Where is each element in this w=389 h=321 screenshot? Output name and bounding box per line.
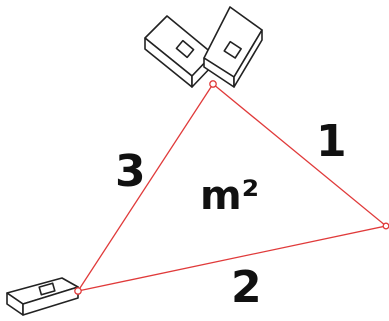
laser-meter-top-left-icon — [144, 15, 214, 88]
laser-point-right — [382, 222, 389, 230]
edge-label-left: 3 — [115, 146, 146, 197]
edge-label-bottom: 2 — [231, 262, 262, 313]
area-label: m² — [200, 173, 260, 219]
laser-point-top — [209, 80, 217, 88]
laser-line-left — [77, 83, 214, 292]
laser-meter-top-right-icon — [203, 6, 263, 88]
laser-line-bottom — [77, 225, 387, 292]
edge-label-right: 1 — [316, 116, 347, 167]
laser-line-right — [212, 83, 387, 227]
laser-point-left — [74, 287, 82, 295]
laser-meter-bottom-icon — [6, 277, 79, 316]
